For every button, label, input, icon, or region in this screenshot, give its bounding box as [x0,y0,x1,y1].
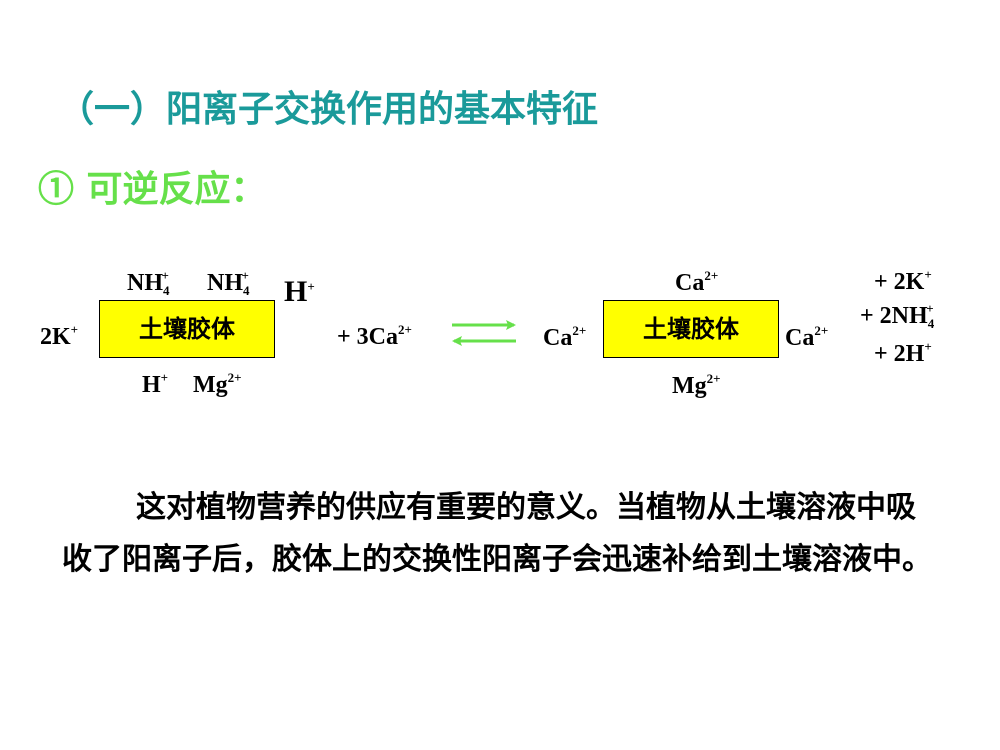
product-2h: + 2H+ [874,339,932,367]
product-2nh4: + 2NH4+ [860,301,935,331]
product-2k: + 2K+ [874,267,932,295]
right-soil-colloid-box: 土壤胶体 [603,300,779,358]
right-right-ion-ca: Ca2+ [785,323,829,351]
right-left-ion-ca: Ca2+ [543,323,587,351]
left-top-ion-nh4-1: NH4+ [127,268,170,298]
left-soil-colloid-box: 土壤胶体 [99,300,275,358]
right-bottom-ion-mg: Mg2+ [672,371,721,399]
equilibrium-arrows-icon [452,320,516,346]
left-bottom-ion-mg: Mg2+ [193,370,242,398]
left-top-ion-nh4-2: NH4+ [207,268,250,298]
left-bottom-ion-h: H+ [142,370,169,398]
slide-subtitle: ① 可逆反应： [38,168,267,210]
slide-title: （一）阳离子交换作用的基本特征 [58,88,599,130]
reactant-3ca: + 3Ca2+ [337,322,412,350]
left-top-ion-h: H+ [284,275,315,308]
left-outer-ion-2k: 2K+ [40,322,79,350]
explanation-paragraph: 这对植物营养的供应有重要的意义。当植物从土壤溶液中吸收了阳离子后，胶体上的交换性… [62,490,932,577]
right-top-ion-ca: Ca2+ [675,268,719,296]
